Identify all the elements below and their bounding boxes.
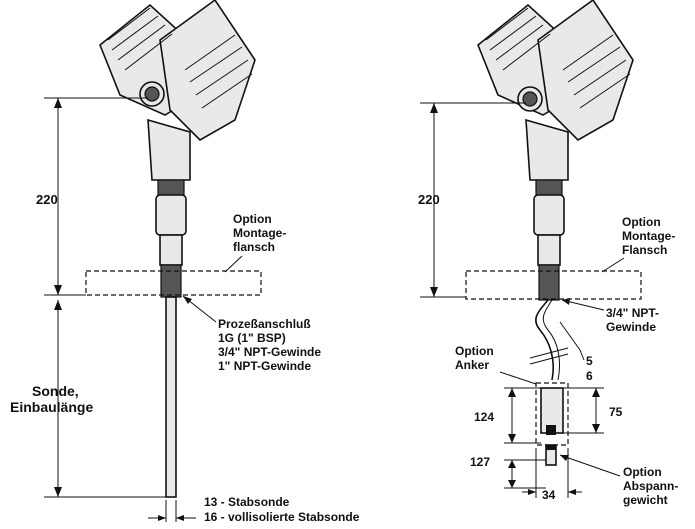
right-thread-label-1: 3/4" NPT-: [606, 306, 659, 320]
process-connection-1npt: 1" NPT-Gewinde: [218, 359, 311, 373]
left-flange-leader: [224, 255, 243, 273]
process-connection-title: Prozeßanschluß: [218, 317, 311, 331]
right-dim-75: [563, 387, 604, 434]
right-housing: [477, 0, 634, 301]
right-weight-label-1: Option: [623, 465, 662, 479]
right-dim-124: [504, 387, 541, 444]
right-flange-label-1: Option: [622, 215, 661, 229]
left-housing: [99, 0, 256, 498]
left-flange-label-1: Option: [233, 212, 272, 226]
right-dim-220-label: 220: [418, 192, 440, 207]
right-dim-127: [504, 459, 546, 489]
left-flange-label-3: flansch: [233, 240, 275, 254]
left-flange-option: [85, 270, 262, 296]
left-dim-220-label: 220: [36, 192, 58, 207]
process-connection-1g: 1G (1" BSP): [218, 331, 286, 345]
right-anchor-option: [535, 382, 569, 446]
right-anchor-label-1: Option: [455, 344, 494, 358]
right-weight-label-3: gewicht: [623, 493, 668, 507]
rod-size-16: 16 - vollisolierte Stabsonde: [204, 510, 360, 524]
left-probe-length-label-2: Einbaulänge: [10, 399, 93, 415]
right-flange-label-2: Montage-: [622, 229, 675, 243]
left-rod-dim: [148, 500, 196, 522]
left-dim-probe: [44, 300, 166, 498]
right-dim-124-label: 124: [474, 410, 494, 424]
rod-size-13: 13 - Stabsonde: [204, 495, 290, 509]
process-connection-34npt: 3/4" NPT-Gewinde: [218, 345, 321, 359]
left-rod: [165, 296, 177, 498]
right-weight-label-2: Abspann-: [623, 479, 678, 493]
right-dim-127-label: 127: [470, 455, 490, 469]
right-dim-220: [420, 102, 526, 298]
right-flange-label-3: Flansch: [622, 243, 667, 257]
right-cable-size-5: 5: [586, 354, 593, 368]
left-cable-port-inner: [144, 86, 160, 102]
left-dim-220: [44, 97, 148, 296]
right-dim-34-label: 34: [542, 488, 556, 502]
left-probe-length-label-1: Sonde,: [32, 383, 79, 399]
left-flange-label-2: Montage-: [233, 226, 286, 240]
right-thread-label-2: Gewinde: [606, 320, 656, 334]
right-cable-size-6: 6: [586, 369, 593, 383]
right-flange-option: [465, 270, 642, 300]
right-anchor-label-2: Anker: [455, 358, 489, 372]
right-dim-75-label: 75: [609, 405, 623, 419]
right-cable: [535, 299, 555, 381]
